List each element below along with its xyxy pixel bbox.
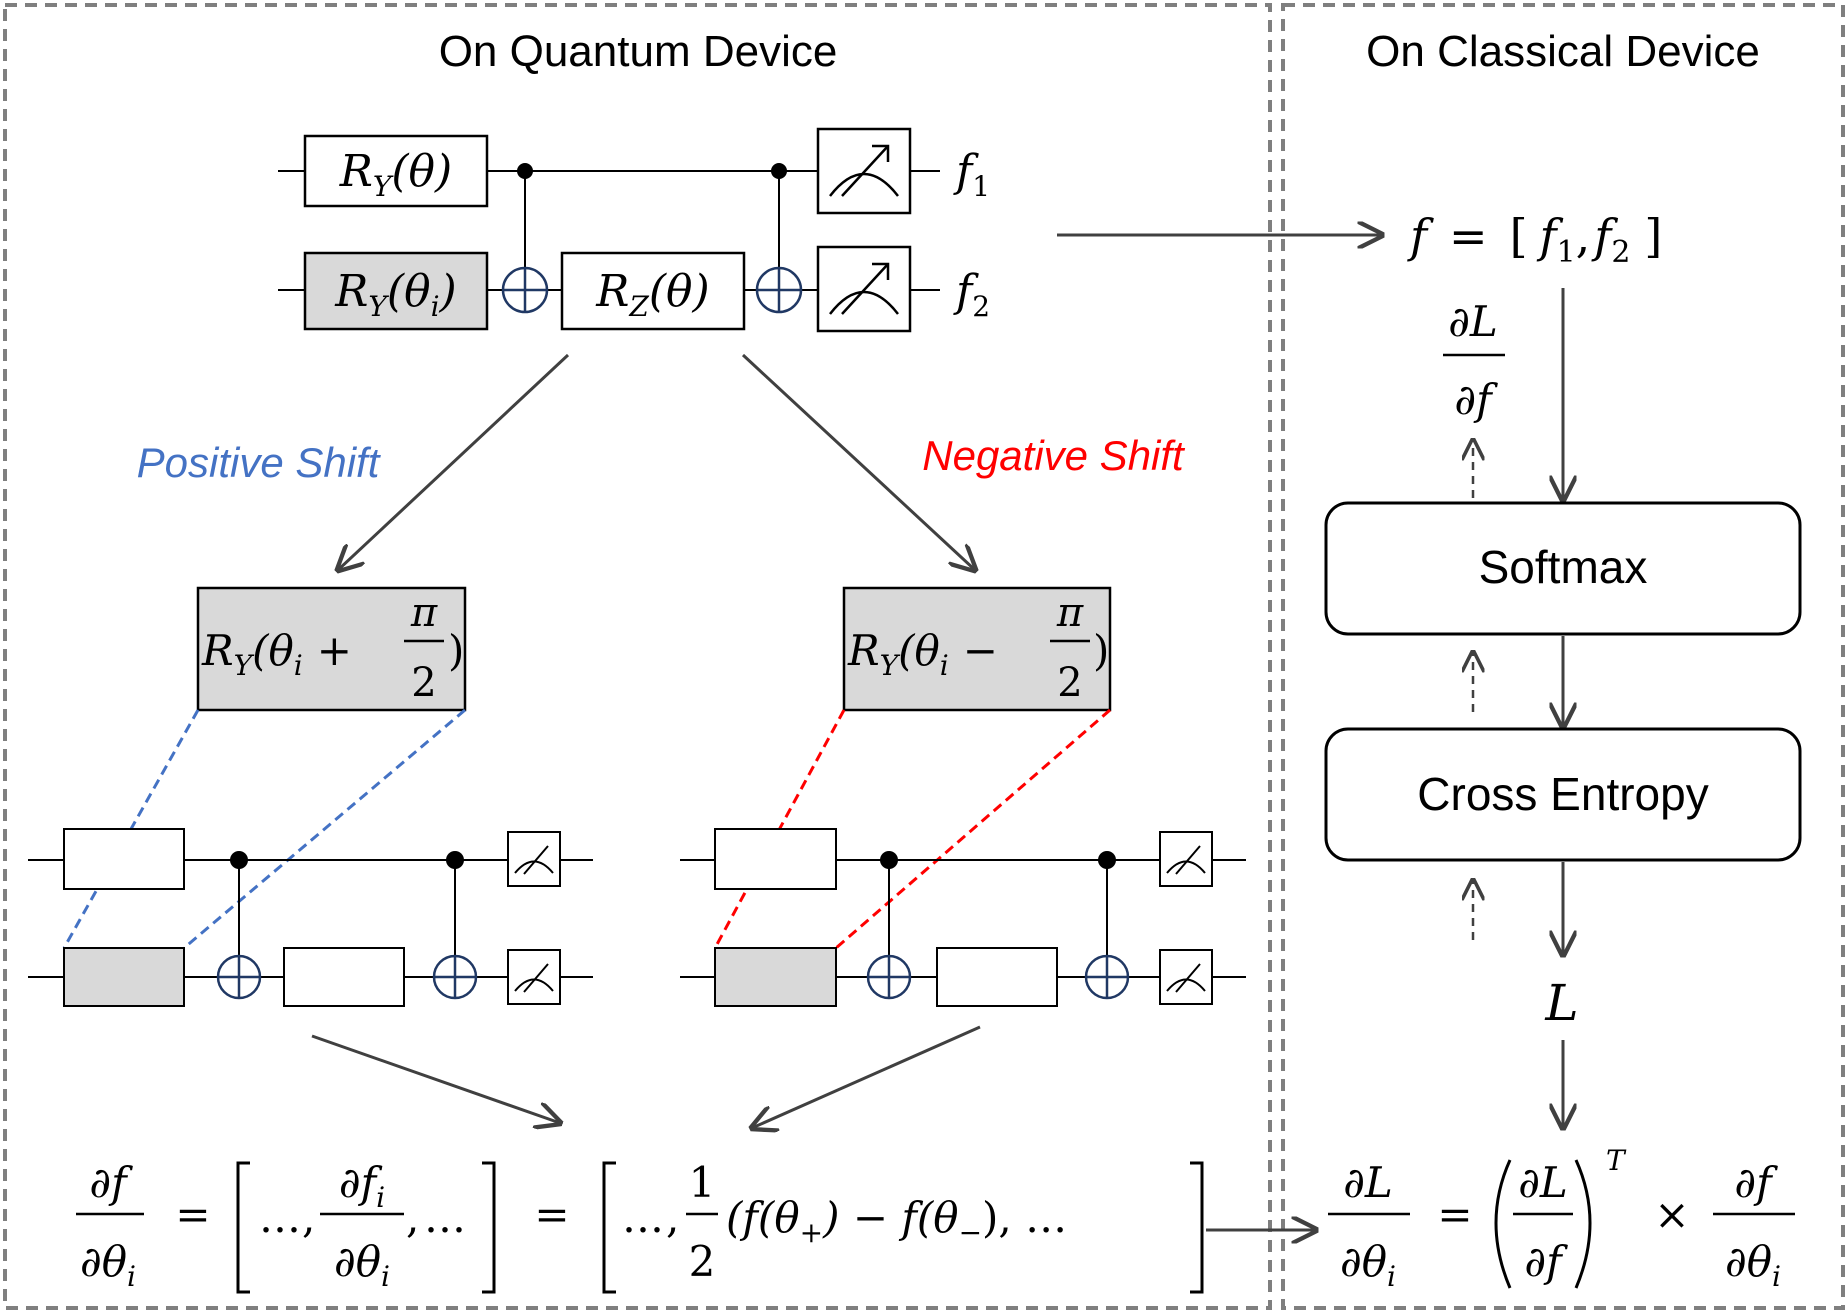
measurement-icon bbox=[816, 127, 912, 215]
rz-theta-gate bbox=[560, 251, 746, 331]
cnot-control-dot bbox=[771, 163, 787, 179]
positive-shift-gate bbox=[196, 586, 467, 712]
main-circuit: RY(θ) RY(θi) RZ(θ) f1 f2 bbox=[278, 127, 990, 333]
svg-text:RY(θi−: RY(θi− bbox=[847, 626, 998, 682]
pos-gate-op: + bbox=[317, 626, 352, 675]
softmax-box bbox=[1324, 501, 1802, 636]
pos-gate-two: 2 bbox=[411, 660, 436, 706]
cross-entropy-label: Cross Entropy bbox=[1417, 768, 1708, 820]
pos-gate-sub: Y bbox=[234, 649, 255, 682]
classical-panel-title: On Classical Device bbox=[1366, 27, 1760, 76]
negative-shift-circuit bbox=[680, 828, 1246, 1007]
positive-shift-label: Positive Shift bbox=[137, 439, 382, 486]
svg-text:2: 2 bbox=[689, 1237, 716, 1286]
svg-text:=: = bbox=[175, 1190, 210, 1239]
svg-text:RY(θi): RY(θi) bbox=[334, 266, 456, 323]
ry-gate-base: R bbox=[339, 146, 373, 197]
dl-df-fraction: ∂L ∂f bbox=[1443, 297, 1505, 424]
neg-gate-op: − bbox=[963, 626, 998, 675]
svg-text:∂f: ∂f bbox=[1734, 1158, 1778, 1207]
ry-gate-arg: (θ) bbox=[391, 146, 452, 197]
quantum-panel-border bbox=[3, 3, 1272, 1310]
svg-text:=: = bbox=[1437, 1190, 1472, 1239]
ry-theta-gate bbox=[303, 134, 489, 208]
cnot-control-dot bbox=[517, 163, 533, 179]
svg-text:(f(θ+) − f(θ−), …: (f(θ+) − f(θ−), … bbox=[726, 1193, 1067, 1249]
ry-i-gate-base: R bbox=[334, 266, 368, 317]
positive-zoom-line bbox=[183, 708, 466, 950]
positive-shift-circuit bbox=[28, 828, 593, 1007]
classical-panel-border bbox=[1281, 3, 1845, 1310]
ry-gate-sub: Y bbox=[373, 170, 394, 203]
ry-i-gate-argsub: i bbox=[431, 290, 440, 323]
ry-i-gate-arg: (θ bbox=[387, 266, 431, 317]
ry-i-gate-sub: Y bbox=[368, 290, 389, 323]
softmax-label: Softmax bbox=[1479, 541, 1648, 593]
svg-text:∂θi: ∂θi bbox=[334, 1237, 390, 1293]
negative-shift-label: Negative Shift bbox=[922, 432, 1186, 479]
quantum-panel-title: On Quantum Device bbox=[439, 27, 838, 76]
svg-text:∂L: ∂L bbox=[1518, 1158, 1568, 1207]
svg-text:…: … bbox=[622, 1193, 664, 1242]
cross-entropy-box bbox=[1324, 727, 1802, 862]
pos-gate-base: R bbox=[201, 626, 234, 675]
svg-text:1: 1 bbox=[689, 1158, 716, 1207]
measurement-icon bbox=[816, 245, 912, 333]
svg-text:∂θi: ∂θi bbox=[80, 1237, 136, 1293]
arrow-to-positive bbox=[338, 353, 570, 570]
svg-text:…: … bbox=[259, 1193, 301, 1242]
svg-text:,: , bbox=[302, 1193, 315, 1242]
svg-text:RY(θi+: RY(θi + bbox=[201, 626, 352, 682]
ry-i-gate-close: ) bbox=[439, 266, 457, 317]
pos-gate-arg: (θ bbox=[252, 626, 294, 675]
output-f1: f1 bbox=[953, 146, 990, 203]
svg-text:∂L: ∂L bbox=[1448, 297, 1498, 346]
rz-gate-arg: (θ) bbox=[649, 266, 710, 317]
neg-gate-close: ) bbox=[1093, 626, 1109, 675]
svg-text:RY(θ): RY(θ) bbox=[339, 146, 452, 203]
neg-gate-sub: Y bbox=[880, 649, 901, 682]
neg-gate-base: R bbox=[847, 626, 880, 675]
svg-text:T: T bbox=[1606, 1144, 1627, 1177]
svg-text:∂θi: ∂θi bbox=[1725, 1237, 1781, 1293]
pos-gate-argsub: i bbox=[294, 649, 303, 682]
svg-text:∂f: ∂f bbox=[1524, 1237, 1568, 1286]
svg-text:∂f: ∂f bbox=[1454, 375, 1498, 424]
svg-text:∂fi: ∂fi bbox=[339, 1158, 385, 1214]
ry-theta-i-gate bbox=[303, 251, 489, 331]
svg-text:,: , bbox=[406, 1193, 419, 1242]
loss-label: L bbox=[1544, 974, 1578, 1032]
negative-zoom-line bbox=[835, 708, 1111, 950]
svg-text:∂θi: ∂θi bbox=[1340, 1237, 1396, 1293]
neg-gate-argsub: i bbox=[940, 649, 949, 682]
neg-gate-arg: (θ bbox=[898, 626, 940, 675]
svg-text:∂L: ∂L bbox=[1343, 1158, 1393, 1207]
gradient-equation-right: ∂L ∂θi = ∂L ∂f T × ∂f ∂θi bbox=[1328, 1144, 1795, 1293]
gradient-equation-left: ∂f ∂θi = … , ∂fi ∂θi , … = … , 1 2 (f(θ+… bbox=[76, 1158, 1204, 1294]
svg-text:,: , bbox=[666, 1193, 679, 1242]
arrow-to-negative bbox=[741, 353, 975, 570]
neg-gate-pi: π bbox=[1056, 590, 1084, 636]
pos-gate-close: ) bbox=[448, 626, 464, 675]
svg-text:…: … bbox=[424, 1193, 466, 1242]
arrow-positive-to-equation bbox=[311, 1034, 560, 1123]
f-vector: f=[f1,f2] bbox=[1407, 209, 1662, 270]
svg-text:∂f: ∂f bbox=[89, 1158, 133, 1207]
rz-gate-base: R bbox=[595, 266, 629, 317]
svg-text:RZ(θ): RZ(θ) bbox=[595, 266, 709, 323]
arrow-negative-to-equation bbox=[752, 1025, 981, 1128]
pos-gate-pi: π bbox=[410, 590, 438, 636]
svg-text:=: = bbox=[534, 1190, 569, 1239]
svg-text:×: × bbox=[1654, 1190, 1689, 1239]
output-f2: f2 bbox=[953, 266, 990, 323]
negative-shift-gate bbox=[842, 586, 1112, 712]
rz-gate-sub: Z bbox=[628, 290, 649, 323]
neg-gate-two: 2 bbox=[1057, 660, 1082, 706]
